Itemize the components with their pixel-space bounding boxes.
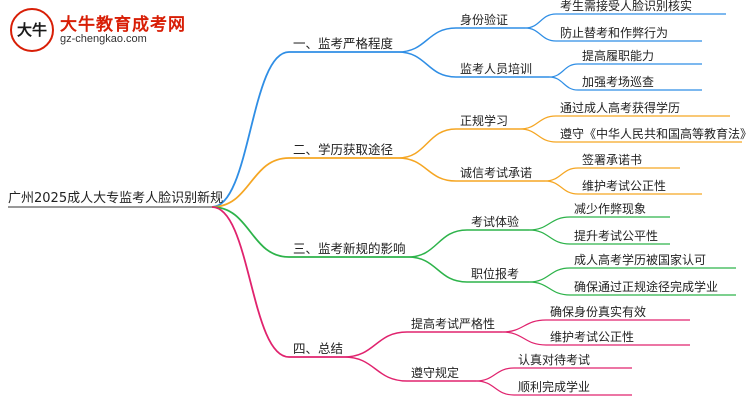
connector-leaf-1-2-1 xyxy=(548,63,579,78)
connector-leaf-3-1-2 xyxy=(528,229,571,245)
connector-leaf-1-2-2 xyxy=(548,76,579,91)
leaf-1-2-1[interactable]: 提高履职能力 xyxy=(582,49,655,63)
leaf-3-2-2[interactable]: 确保通过正规途径完成学业 xyxy=(574,280,719,294)
connector-leaf-3-2-2 xyxy=(528,281,571,296)
connector-leaf-4-1-2 xyxy=(501,331,547,346)
connector-branch-1-sub-1 xyxy=(397,27,457,53)
leaf-4-1-2[interactable]: 维护考试公正性 xyxy=(550,330,635,344)
connector-root-branch-1 xyxy=(211,51,290,208)
connector-branch-2-sub-2 xyxy=(397,157,457,182)
leaf-4-2-1[interactable]: 认真对待考试 xyxy=(518,353,591,367)
connector-branch-1-sub-2 xyxy=(397,51,457,78)
subtopic-4-2[interactable]: 遵守规定 xyxy=(411,366,460,380)
connector-root-branch-2 xyxy=(211,157,290,208)
logo-badge: 大牛 xyxy=(10,8,54,52)
leaf-2-1-1[interactable]: 通过成人高考获得学历 xyxy=(560,101,681,115)
connector-root-branch-3 xyxy=(211,206,290,258)
branch-1-topic[interactable]: 一、监考严格程度 xyxy=(293,36,394,51)
leaf-1-1-2[interactable]: 防止替考和作弊行为 xyxy=(560,26,669,40)
connector-leaf-4-2-2 xyxy=(475,380,515,396)
connector-branch-4-sub-2 xyxy=(343,356,408,382)
branch-4-topic[interactable]: 四、总结 xyxy=(293,341,344,356)
subtopic-1-2[interactable]: 监考人员培训 xyxy=(460,62,533,76)
connector-branch-3-sub-2 xyxy=(407,256,468,283)
subtopic-3-2[interactable]: 职位报考 xyxy=(471,267,520,281)
connector-leaf-2-1-2 xyxy=(519,128,557,143)
subtopic-3-1[interactable]: 考试体验 xyxy=(471,215,520,229)
connector-leaf-1-1-2 xyxy=(524,27,557,42)
connector-leaf-2-1-1 xyxy=(519,115,557,130)
logo-url: gz-chengkao.com xyxy=(60,33,147,45)
logo-badge-text: 大牛 xyxy=(16,21,47,39)
connector-leaf-3-1-1 xyxy=(528,216,571,231)
leaf-2-2-2[interactable]: 维护考试公正性 xyxy=(582,179,667,193)
leaf-4-2-2[interactable]: 顺利完成学业 xyxy=(518,380,591,394)
site-logo[interactable]: 大牛 大牛教育成考网 gz-chengkao.com xyxy=(10,8,210,54)
connector-leaf-2-2-1 xyxy=(544,167,579,182)
connector-root-branch-4 xyxy=(211,206,290,358)
branch-2-topic[interactable]: 二、学历获取途径 xyxy=(293,142,394,157)
subtopic-4-1[interactable]: 提高考试严格性 xyxy=(411,317,496,331)
logo-title: 大牛教育成考网 xyxy=(60,15,186,35)
leaf-1-1-1[interactable]: 考生需接受人脸识别核实 xyxy=(560,0,693,13)
connector-leaf-3-2-1 xyxy=(528,267,571,283)
connector-branch-3-sub-1 xyxy=(407,229,468,258)
connector-leaf-1-1-1 xyxy=(524,13,557,29)
connector-branch-4-sub-1 xyxy=(343,331,408,358)
subtopic-1-1[interactable]: 身份验证 xyxy=(460,13,509,27)
root-topic[interactable]: 广州2025成人大专监考人脸识别新规 xyxy=(8,191,224,206)
leaf-2-2-1[interactable]: 签署承诺书 xyxy=(582,153,643,167)
subtopic-2-2[interactable]: 诚信考试承诺 xyxy=(460,166,533,180)
connector-branch-2-sub-1 xyxy=(397,128,457,159)
leaf-1-2-2[interactable]: 加强考场巡查 xyxy=(582,75,655,89)
leaf-3-2-1[interactable]: 成人高考学历被国家认可 xyxy=(574,253,707,267)
leaf-3-1-2[interactable]: 提升考试公平性 xyxy=(574,229,659,243)
subtopic-2-1[interactable]: 正规学习 xyxy=(460,114,509,128)
leaf-3-1-1[interactable]: 减少作弊现象 xyxy=(574,202,647,216)
connector-leaf-2-2-2 xyxy=(544,180,579,195)
connector-leaf-4-1-1 xyxy=(501,319,547,333)
branch-3-topic[interactable]: 三、监考新规的影响 xyxy=(293,241,406,256)
leaf-4-1-1[interactable]: 确保身份真实有效 xyxy=(550,305,647,319)
connector-leaf-4-2-1 xyxy=(475,367,515,382)
leaf-2-1-2[interactable]: 遵守《中华人民共和国高等教育法》 xyxy=(560,127,750,141)
